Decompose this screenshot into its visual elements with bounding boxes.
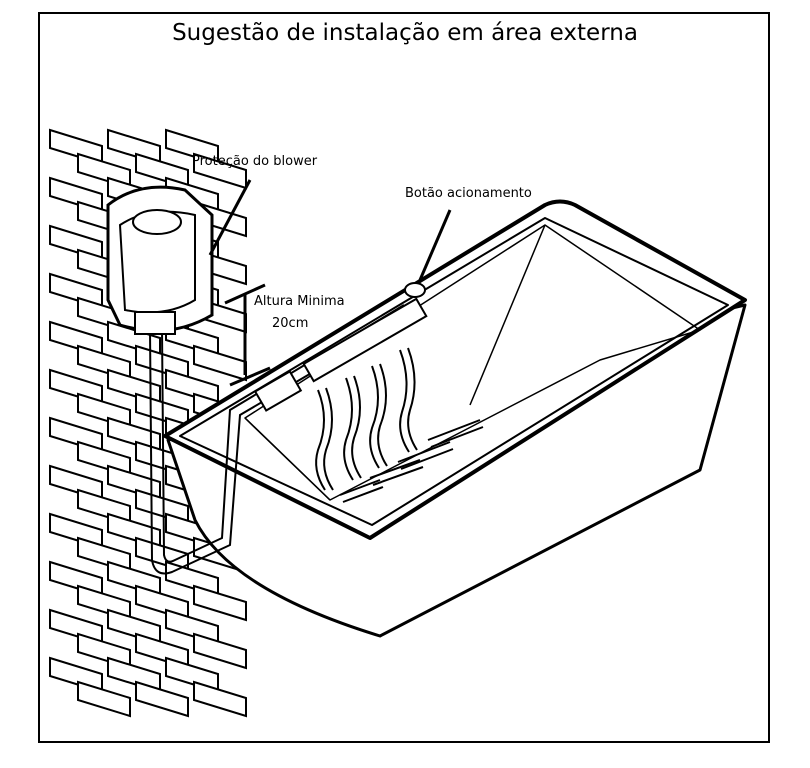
- air-strip: [369, 459, 424, 486]
- diagram-title: Sugestão de instalação em área externa: [172, 20, 638, 46]
- tub: [163, 199, 747, 638]
- brick: [193, 632, 247, 670]
- air-hose: [407, 347, 418, 451]
- blower-top-opening: [132, 209, 182, 235]
- height-marker-top: [224, 283, 266, 305]
- leader-line-activation-button: [418, 209, 452, 281]
- brick: [193, 680, 247, 718]
- blower-outlet: [134, 311, 176, 335]
- brick: [135, 680, 189, 718]
- brick: [77, 680, 131, 718]
- air-hose: [323, 387, 334, 491]
- height-marker-bottom: [229, 366, 271, 387]
- tub-inner-corner-edge: [469, 224, 546, 406]
- diagram-frame: [38, 12, 770, 743]
- label-blower-protection: Proteção do blower: [192, 154, 318, 169]
- tub-inner-corner-edge: [244, 417, 331, 501]
- air-hose: [377, 363, 388, 467]
- label-min-height-value: 20cm: [272, 316, 309, 331]
- air-hose: [351, 375, 362, 479]
- pipe-coupling: [253, 370, 303, 412]
- air-hoses: [315, 347, 418, 491]
- air-strip: [427, 419, 484, 448]
- brick: [193, 344, 247, 382]
- activation-button: [404, 282, 426, 298]
- air-pipe: [149, 282, 428, 575]
- air-strip: [339, 479, 384, 503]
- air-strip: [397, 441, 454, 470]
- pipe-outer-wall: [149, 314, 411, 575]
- pipe-manifold: [302, 297, 428, 383]
- air-hose: [343, 377, 354, 481]
- air-hose: [315, 389, 326, 491]
- air-hose: [399, 349, 410, 453]
- floor-air-strips: [339, 419, 484, 503]
- leader-line-blower-protection: [208, 179, 252, 256]
- label-activation-button: Botão acionamento: [405, 186, 532, 201]
- air-hose: [369, 365, 380, 469]
- brick: [193, 584, 247, 622]
- label-min-height: Altura Minima: [254, 294, 345, 309]
- pipe-inner-wall: [161, 304, 405, 563]
- annotation-lines: [208, 179, 452, 387]
- blower-housing: [106, 185, 214, 335]
